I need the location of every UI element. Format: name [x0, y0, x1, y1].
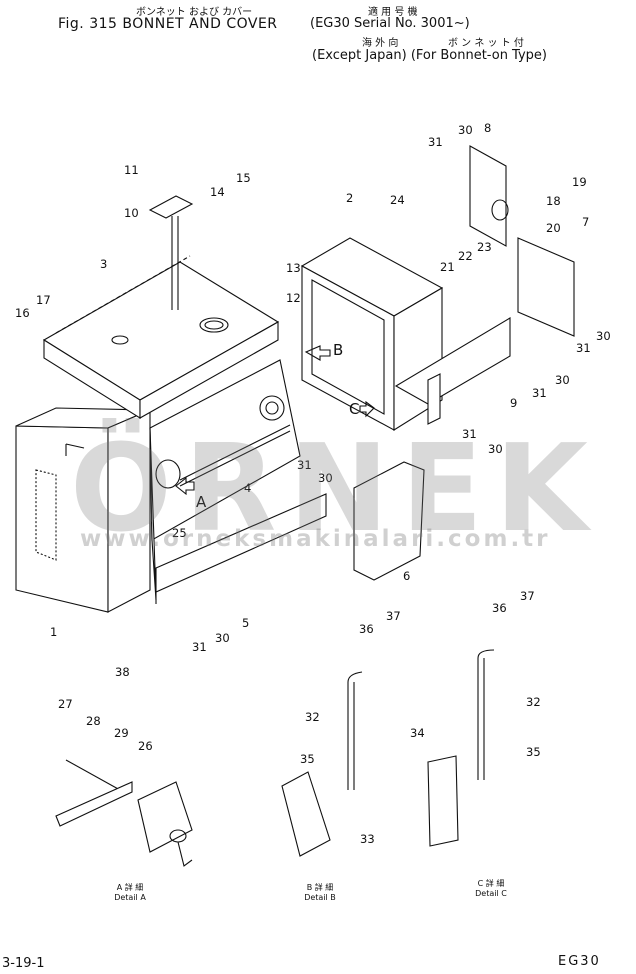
part-number-label: 20: [546, 221, 561, 235]
part-number-label: 32: [305, 710, 320, 724]
part-labels: 1234567891011121314151617181920212223242…: [15, 121, 611, 846]
part-number-label: 30: [596, 329, 611, 343]
part-number-label: 16: [15, 306, 30, 320]
part-number-label: 35: [300, 752, 315, 766]
lower-frame-part-6: [353, 461, 425, 581]
part-number-label: 35: [526, 745, 541, 759]
part-number-label: 24: [390, 193, 405, 207]
part-number-label: 25: [172, 526, 187, 540]
serial-label-jp: 適 用 号 機: [368, 7, 418, 18]
sub-left-jp: 海 外 向: [362, 38, 399, 49]
subtitle: (Except Japan) (For Bonnet-on Type): [312, 48, 547, 63]
part-number-label: 4: [244, 481, 251, 495]
part-number-label: 30: [488, 442, 503, 456]
part-number-label: 19: [572, 175, 587, 189]
part-number-label: 30: [458, 123, 473, 137]
part-number-label: 27: [58, 697, 73, 711]
part-number-label: 3: [100, 257, 107, 271]
part-number-label: 1: [50, 625, 57, 639]
part-number-label: 31: [428, 135, 443, 149]
side-cover-part-7: [517, 237, 575, 337]
part-number-label: 15: [236, 171, 251, 185]
detail-a-art: [55, 759, 193, 867]
part-number-label: 9: [510, 396, 517, 410]
part-number-label: 26: [138, 739, 153, 753]
detail-c-art: [427, 649, 495, 847]
part-number-label: 37: [520, 589, 535, 603]
part-number-label: 33: [360, 832, 375, 846]
page-number: 3-19-1: [2, 956, 45, 971]
detail-caption-jp: C 詳 細: [478, 878, 505, 888]
part-number-label: 18: [546, 194, 561, 208]
frame-part-2: [300, 237, 444, 431]
sub-right-jp: ボ ン ネ ッ ト 付: [448, 38, 524, 49]
part-number-label: 31: [532, 386, 547, 400]
figure-title: Fig. 315 BONNET AND COVER: [58, 16, 278, 32]
detail-caption-en: Detail A: [114, 893, 146, 902]
detail-caption-en: Detail B: [304, 893, 336, 902]
view-arrow-a: [175, 476, 195, 496]
part-number-label: 30: [318, 471, 333, 485]
watermark-logo: ÖRNEK: [70, 420, 600, 559]
part-number-label: 6: [403, 569, 410, 583]
part-number-label: 23: [477, 240, 492, 254]
part-number-label: 31: [297, 458, 312, 472]
part-number-label: 10: [124, 206, 139, 220]
detail-caption-jp: A 詳 細: [117, 882, 144, 892]
part-number-label: 31: [192, 640, 207, 654]
part-number-label: 36: [492, 601, 507, 615]
part-number-label: 17: [36, 293, 51, 307]
view-label: C: [349, 400, 359, 418]
view-labels: A B C: [196, 341, 359, 511]
plate-part-10: [148, 195, 194, 219]
part-number-label: 12: [286, 291, 301, 305]
part-number-label: 37: [386, 609, 401, 623]
part-number-label: 34: [410, 726, 425, 740]
part-number-label: 28: [86, 714, 101, 728]
part-number-label: 8: [484, 121, 491, 135]
part-number-label: 14: [210, 185, 225, 199]
part-number-label: 32: [526, 695, 541, 709]
part-number-label: 31: [462, 427, 477, 441]
view-label: A: [196, 493, 207, 511]
part-number-label: 31: [576, 341, 591, 355]
part-number-label: 2: [346, 191, 353, 205]
detail-b-art: [281, 671, 363, 857]
part-number-label: 13: [286, 261, 301, 275]
serial-range: (EG30 Serial No. 3001~): [310, 16, 470, 31]
model-code: EG30: [558, 954, 601, 969]
part-number-label: 36: [359, 622, 374, 636]
view-arrow-b: [304, 345, 331, 361]
title-jp: ボンネット および カバー: [136, 7, 253, 18]
part-number-label: 5: [242, 616, 249, 630]
view-label: B: [333, 341, 343, 359]
part-number-label: 22: [458, 249, 473, 263]
part-number-label: 7: [582, 215, 589, 229]
detail-caption-en: Detail C: [475, 889, 507, 898]
side-panel-part-9: [394, 317, 511, 405]
part-number-label: 29: [114, 726, 129, 740]
part-number-label: 21: [440, 260, 455, 274]
part-number-label: 30: [555, 373, 570, 387]
bracket-part-8: [469, 145, 507, 247]
side-panel: [149, 359, 301, 601]
part-number-label: 38: [115, 665, 130, 679]
top-cover-part-3: [42, 255, 280, 419]
view-arrow-c: [359, 400, 375, 418]
detail-caption-jp: B 詳 細: [307, 882, 334, 892]
part-number-label: 30: [215, 631, 230, 645]
part-number-label: 11: [124, 163, 139, 177]
watermark-url: www.orneksmakinalari.com.tr: [80, 526, 551, 552]
lower-plate-part-5: [155, 493, 327, 593]
